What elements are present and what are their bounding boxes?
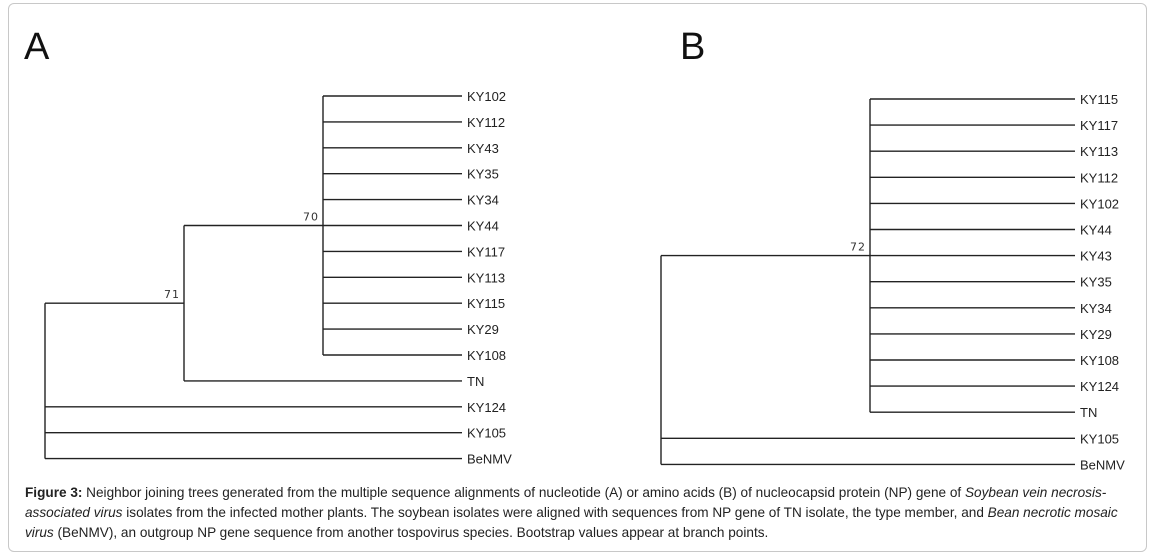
bootstrap-value: 72: [850, 241, 866, 254]
taxon-label: BeNMV: [467, 452, 512, 467]
taxon-label: KY115: [467, 296, 505, 311]
taxon-label: KY112: [1080, 170, 1118, 185]
taxon-label: KY113: [1080, 144, 1118, 159]
taxon-label: KY29: [1080, 327, 1112, 342]
taxon-label: KY102: [467, 89, 506, 104]
taxon-label: KY34: [1080, 301, 1112, 316]
caption-text: Neighbor joining trees generated from th…: [82, 485, 965, 500]
taxon-label: KY124: [467, 400, 506, 415]
taxon-label: KY44: [467, 219, 499, 234]
taxon-label: KY117: [1080, 118, 1118, 133]
taxon-label: TN: [1080, 405, 1097, 420]
caption-species: Bean necrotic mosaic virus: [25, 505, 1118, 540]
caption-species: Soybean vein necrosis-associated virus: [25, 485, 1107, 520]
taxon-label: KY108: [1080, 353, 1119, 368]
taxon-label: TN: [467, 374, 484, 389]
taxon-label: KY117: [467, 244, 505, 259]
taxon-label: KY44: [1080, 223, 1112, 238]
caption-text: isolates from the infected mother plants…: [122, 505, 988, 520]
taxon-label: KY105: [467, 426, 506, 441]
caption-text: (BeNMV), an outgroup NP gene sequence fr…: [53, 525, 769, 540]
taxon-label: KY43: [467, 141, 499, 156]
taxon-label: KY124: [1080, 379, 1119, 394]
taxon-label: KY108: [467, 348, 506, 363]
taxon-label: KY35: [467, 167, 499, 182]
panel-b-letter: B: [680, 26, 706, 68]
figure-frame: [8, 3, 1147, 552]
taxon-label: KY115: [1080, 92, 1118, 107]
bootstrap-value: 70: [303, 211, 319, 224]
taxon-label: KY35: [1080, 275, 1112, 290]
taxon-label: KY112: [467, 115, 505, 130]
taxon-label: KY29: [467, 322, 499, 337]
panel-a-letter: A: [24, 26, 50, 68]
figure-caption: Figure 3: Neighbor joining trees generat…: [25, 483, 1135, 543]
phylogenetic-trees: 7170KY102KY112KY43KY35KY34KY44KY117KY113…: [44, 89, 1125, 472]
taxon-label: KY43: [1080, 249, 1112, 264]
taxon-label: BeNMV: [1080, 457, 1125, 472]
taxon-label: KY105: [1080, 431, 1119, 446]
bootstrap-value: 71: [164, 288, 180, 301]
taxon-label: KY34: [467, 193, 499, 208]
taxon-label: KY102: [1080, 196, 1119, 211]
taxon-label: KY113: [467, 270, 505, 285]
caption-label: Figure 3:: [25, 485, 83, 500]
